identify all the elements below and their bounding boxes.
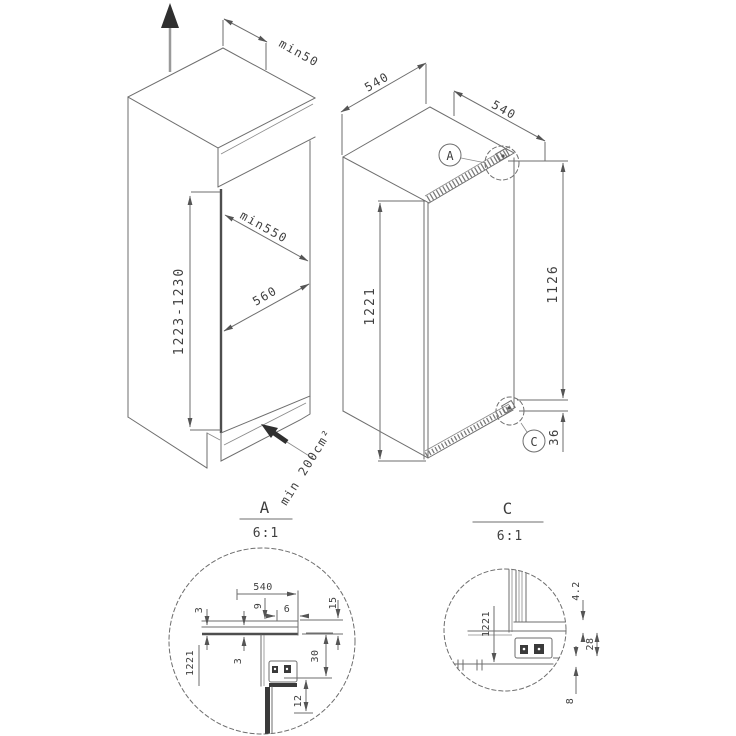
dim-appliance-width: 540 (340, 62, 427, 155)
dim-label-a-30: 30 (310, 649, 321, 662)
dim-niche-height: 1223-1230 (172, 191, 221, 431)
callout-c-balloon: C (520, 422, 546, 453)
dim-label-a-3-lower: 3 (233, 658, 244, 665)
ventilation-annotation: min 200cm² (261, 424, 335, 508)
dim-niche-depth: min550 (224, 208, 309, 262)
callout-a-label: A (446, 149, 454, 163)
detail-a-scale: 6:1 (253, 526, 279, 541)
detail-c-header: C 6:1 (472, 499, 544, 544)
appliance-view: A C 540 540 (340, 62, 568, 462)
detail-c-drawing: 1221 (449, 569, 566, 671)
dim-label-niche-depth: min550 (238, 208, 291, 246)
dim-label-niche-height: 1223-1230 (172, 267, 187, 355)
dim-label-hinge-span: 1126 (546, 264, 561, 303)
detail-c-scale: 6:1 (497, 529, 523, 544)
dim-niche-top-clearance: min50 (222, 18, 322, 70)
niche-outline (127, 47, 316, 469)
dim-hinge-bottom-offset: 36 (519, 410, 568, 452)
dim-label-c-1221: 1221 (481, 611, 492, 637)
detail-a-drawing: 540 9 6 15 3 3 1221 (185, 582, 343, 734)
dim-label-a-12: 12 (293, 694, 304, 707)
detail-a-circle (168, 547, 356, 735)
dim-niche-width: 560 (223, 283, 310, 332)
ventilation-arrow-icon (261, 424, 289, 445)
niche-view: min50 1223-1230 min550 560 min 200cm² (127, 3, 335, 508)
dim-appliance-height: 1221 (363, 200, 426, 462)
dim-label-a-15: 15 (328, 596, 339, 609)
detail-c-letter: C (503, 499, 514, 518)
dim-label-a-540: 540 (253, 582, 273, 593)
dim-label-c-8: 8 (565, 698, 576, 705)
callout-a-balloon: A (438, 143, 487, 167)
detail-a-letter: A (260, 498, 271, 517)
dim-label-c-42: 4.2 (571, 581, 582, 601)
dim-label-a-6: 6 (284, 604, 291, 615)
dim-label-a-9: 9 (253, 603, 264, 610)
callout-c-label: C (530, 435, 537, 449)
detail-c: C 6:1 (443, 499, 600, 705)
detail-c-dims: 4.2 28 8 (565, 581, 600, 705)
detail-c-circle (443, 568, 567, 692)
dim-label-top-clearance: min50 (277, 36, 322, 69)
dim-label-niche-width: 560 (250, 283, 280, 308)
appliance-outline (342, 106, 515, 460)
dim-label-hinge-bottom-offset: 36 (547, 428, 561, 445)
dim-appliance-depth: 540 (453, 90, 546, 161)
dim-label-a-1221: 1221 (185, 650, 196, 676)
airflow-up-arrow-icon (161, 3, 179, 72)
dim-label-appliance-height: 1221 (363, 286, 378, 325)
dim-hinge-span: 1126 (508, 160, 568, 401)
detail-a: A 6:1 540 9 (168, 498, 356, 735)
dim-label-c-28: 28 (585, 637, 596, 650)
detail-a-header: A 6:1 (239, 498, 293, 541)
dim-label-a-3-upper: 3 (194, 607, 205, 614)
